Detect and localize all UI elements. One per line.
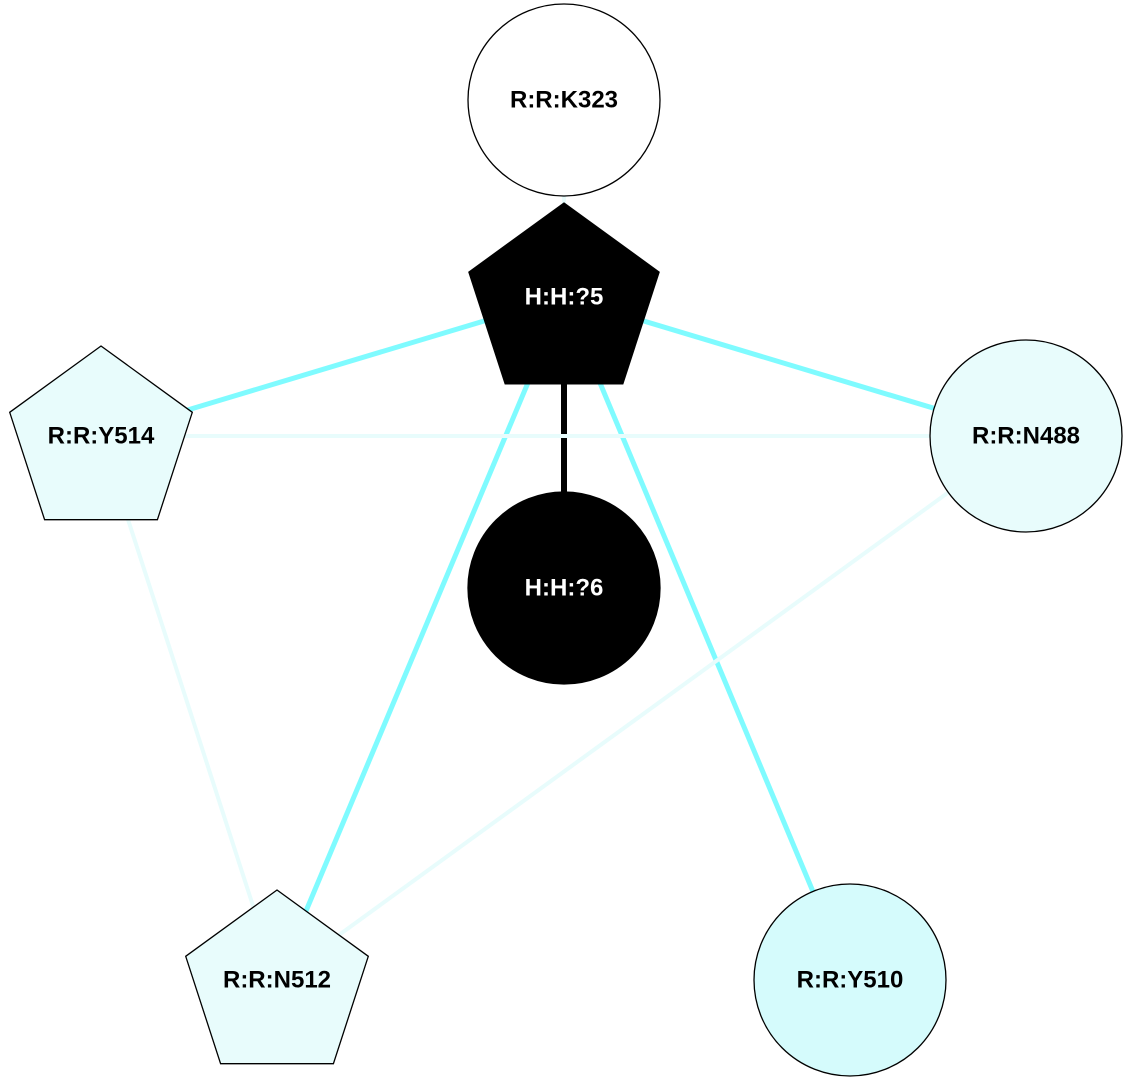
node-h5-label: H:H:?5: [525, 284, 604, 311]
node-h6[interactable]: H:H:?6: [467, 491, 661, 685]
edge-h5-y510: [561, 296, 853, 981]
node-y514-label: R:R:Y514: [48, 423, 155, 450]
node-k323-circle: [467, 3, 661, 197]
node-y510-label: R:R:Y510: [797, 967, 904, 994]
node-y510-circle: [753, 883, 947, 1077]
node-h6-circle: [467, 491, 661, 685]
node-k323-label: R:R:K323: [510, 87, 618, 114]
node-h5[interactable]: H:H:?5: [468, 202, 660, 385]
node-n488[interactable]: R:R:N488: [929, 339, 1123, 533]
edge-n488-n512: [275, 434, 1028, 982]
node-n512-pentagon: [184, 889, 370, 1065]
node-y510[interactable]: R:R:Y510: [753, 883, 947, 1077]
node-y514-pentagon: [8, 345, 194, 521]
edge-y514-n512: [99, 435, 279, 981]
edge-h5-n512: [274, 296, 567, 981]
node-n512[interactable]: R:R:N512: [184, 889, 370, 1065]
node-h5-pentagon: [468, 202, 660, 385]
node-k323[interactable]: R:R:K323: [467, 3, 661, 197]
node-n488-label: R:R:N488: [972, 423, 1080, 450]
node-n488-circle: [929, 339, 1123, 533]
node-y514[interactable]: R:R:Y514: [8, 345, 194, 521]
node-n512-label: R:R:N512: [223, 967, 331, 994]
node-h6-label: H:H:?6: [525, 575, 604, 602]
